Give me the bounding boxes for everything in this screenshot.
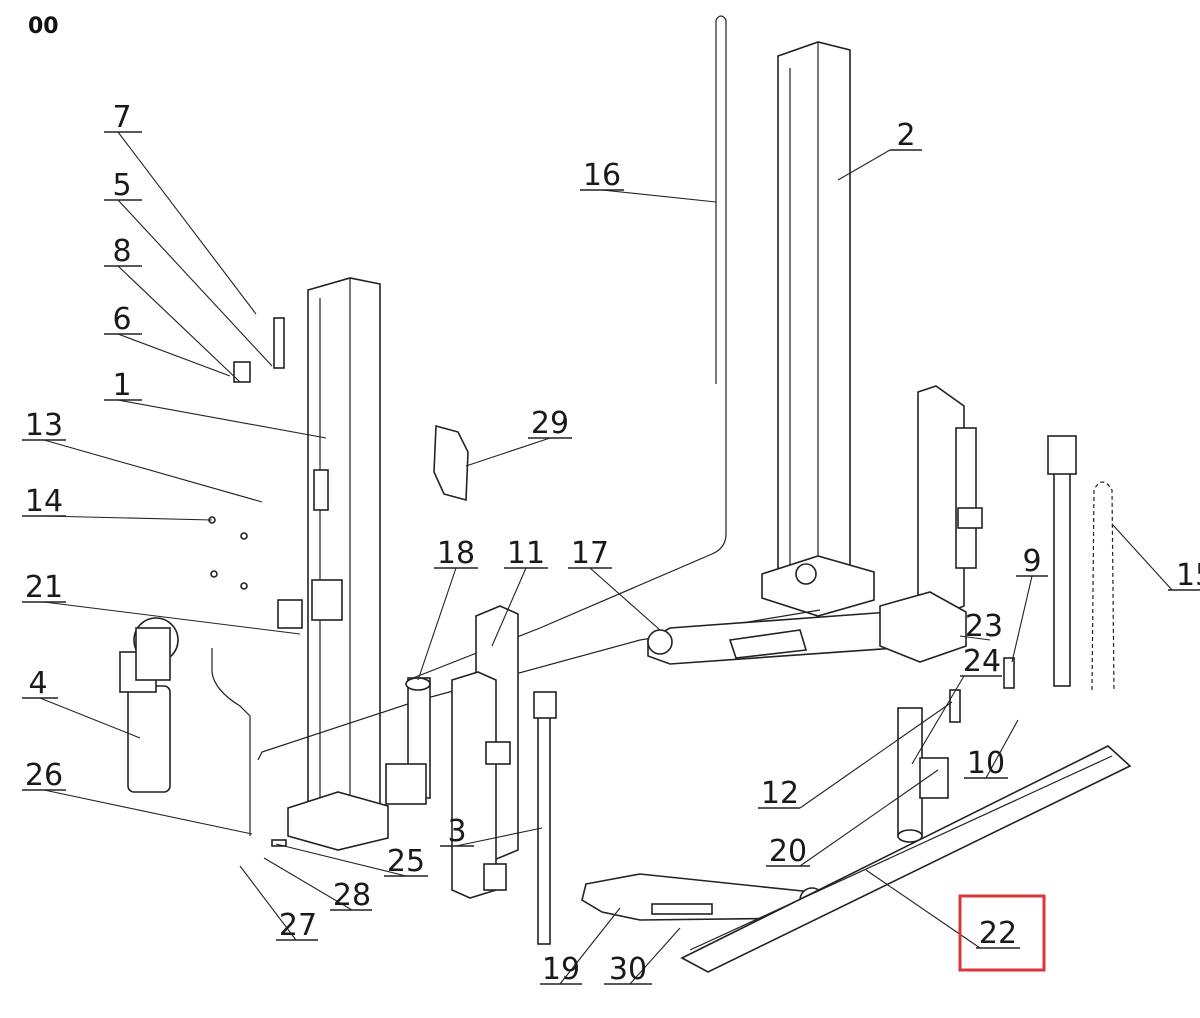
callout-label: 12 (761, 776, 799, 811)
callout-label: 15 (1176, 558, 1200, 593)
callout-label: 29 (531, 406, 569, 441)
callout-label: 13 (25, 408, 63, 443)
callout-label: 22 (979, 916, 1017, 951)
callout-11: 11 (491, 536, 548, 647)
callout-17: 17 (568, 536, 661, 631)
small-parts (208, 317, 1015, 847)
callout-12: 12 (758, 701, 953, 811)
callout-label: 24 (963, 644, 1001, 679)
callout-label: 21 (25, 570, 63, 605)
callout-20: 20 (766, 769, 939, 869)
callout-label: 28 (333, 878, 371, 913)
callout-29: 29 (465, 406, 572, 467)
upper-arm (647, 591, 967, 665)
callout-label: 1 (112, 368, 131, 403)
callout-label: 18 (437, 536, 475, 571)
page-label: 00 (28, 14, 59, 39)
callout-label: 16 (583, 158, 621, 193)
callout-label: 6 (112, 302, 131, 337)
callout-7: 7 (104, 100, 257, 315)
callout-label: 19 (542, 952, 580, 987)
left-column (287, 277, 389, 851)
callout-4: 4 (22, 666, 141, 739)
left-carriage (451, 605, 519, 899)
callout-label: 25 (387, 844, 425, 879)
callout-label: 27 (279, 908, 317, 943)
callout-label: 23 (965, 609, 1003, 644)
callout-1: 1 (104, 368, 327, 439)
callout-label: 9 (1022, 544, 1041, 579)
chain (1091, 481, 1115, 691)
callout-22: 22 (865, 869, 1046, 972)
callout-9: 9 (1011, 544, 1048, 663)
callout-2: 2 (837, 118, 922, 181)
callout-27: 27 (239, 865, 318, 943)
callout-label: 10 (967, 746, 1005, 781)
callout-18: 18 (417, 536, 478, 681)
lift-pad-right (897, 707, 949, 843)
callout-label: 7 (112, 100, 131, 135)
callout-8: 8 (104, 234, 241, 383)
callout-28: 28 (263, 857, 372, 913)
callout-15: 15 (1111, 523, 1200, 593)
cylinder-rod (1047, 435, 1077, 687)
hydraulic-pipe (211, 648, 251, 836)
callout-label: 4 (28, 666, 47, 701)
callout-19: 19 (540, 907, 621, 987)
callout-label: 26 (25, 758, 63, 793)
callout-24: 24 (911, 644, 1002, 765)
floor-plate (680, 745, 1132, 973)
callout-5: 5 (104, 168, 273, 367)
callout-label: 30 (609, 952, 647, 987)
overhead-rod (407, 15, 727, 681)
right-column (761, 41, 875, 617)
power-unit (119, 617, 179, 793)
callout-30: 30 (604, 927, 681, 987)
callout-6: 6 (104, 302, 231, 377)
callout-label: 2 (896, 118, 915, 153)
equalizer-post (533, 691, 557, 945)
callout-16: 16 (580, 158, 717, 203)
callout-10: 10 (964, 719, 1019, 781)
callout-14: 14 (22, 484, 213, 521)
callout-label: 8 (112, 234, 131, 269)
callout-25: 25 (275, 843, 428, 879)
callout-label: 17 (571, 536, 609, 571)
callout-23: 23 (959, 609, 1003, 644)
lift-pad-left (385, 677, 431, 805)
callout-label: 11 (507, 536, 545, 571)
right-carriage (917, 385, 983, 615)
highlight-box (958, 894, 1046, 972)
callout-3: 3 (440, 814, 543, 849)
callout-21: 21 (22, 570, 301, 635)
callout-label: 20 (769, 834, 807, 869)
callout-26: 26 (22, 758, 253, 835)
parts-group (119, 15, 1132, 973)
callout-13: 13 (22, 408, 263, 503)
callout-label: 14 (25, 484, 63, 519)
callout-label: 5 (112, 168, 131, 203)
callout-label: 3 (447, 814, 466, 849)
